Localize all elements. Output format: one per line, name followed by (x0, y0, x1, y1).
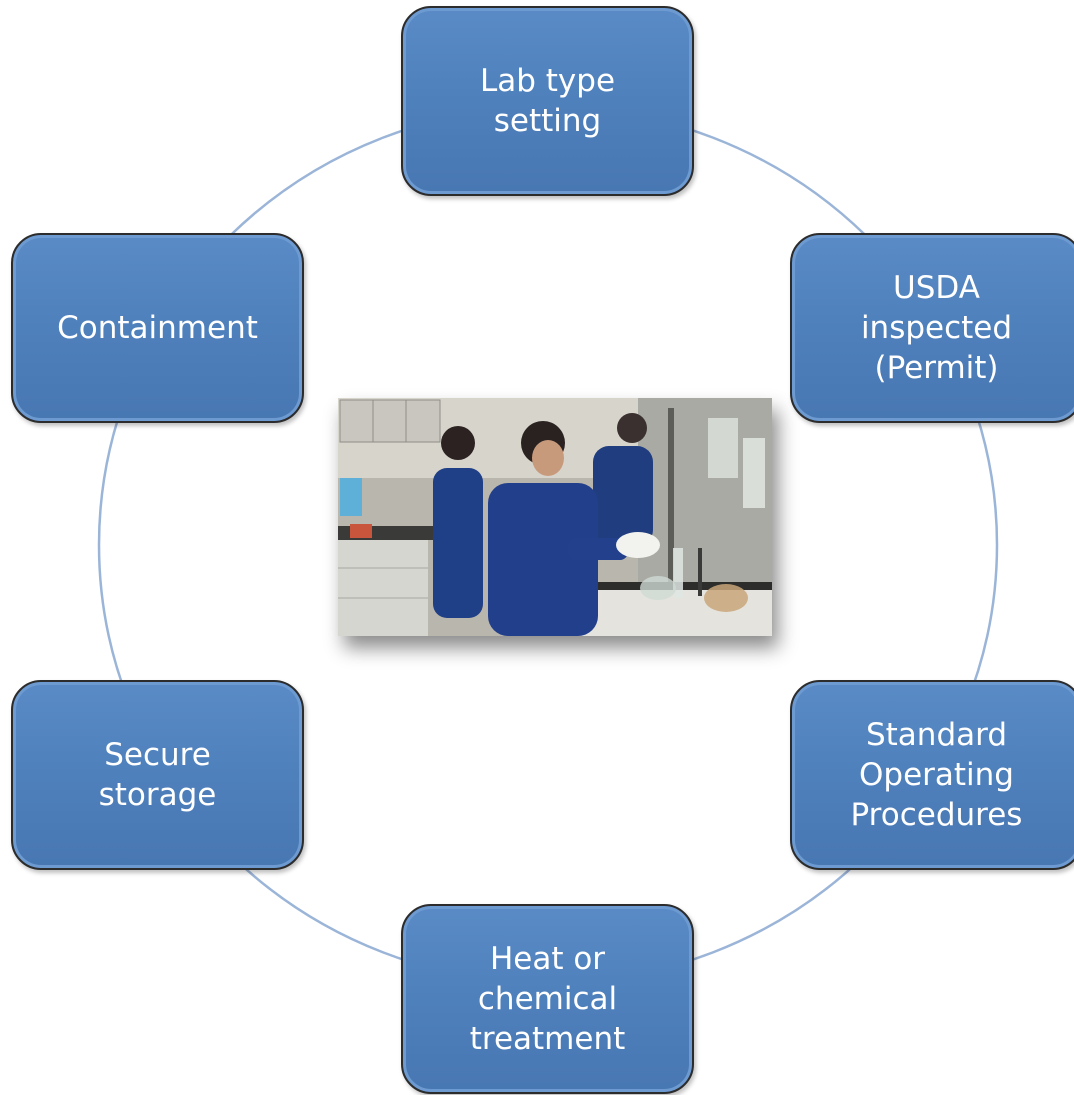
node-label: Secure storage (98, 737, 217, 813)
cycle-node-standard-operating-procedures: Standard Operating Procedures (790, 680, 1074, 870)
cycle-node-heat-or-chemical-treatment: Heat or chemical treatment (401, 904, 694, 1094)
cycle-node-usda-inspected: USDA inspected (Permit) (790, 233, 1074, 423)
node-label: USDA inspected (Permit) (860, 270, 1013, 386)
node-label: Lab type setting (479, 63, 616, 139)
lab-photo-illustration (338, 398, 772, 636)
cycle-node-containment: Containment (11, 233, 304, 423)
cycle-node-lab-type: Lab type setting (401, 6, 694, 196)
node-label: Containment (57, 310, 258, 346)
node-label: Standard Operating Procedures (850, 717, 1023, 833)
lab-workers-photo (338, 398, 772, 636)
cycle-node-secure-storage: Secure storage (11, 680, 304, 870)
node-label: Heat or chemical treatment (469, 941, 626, 1057)
